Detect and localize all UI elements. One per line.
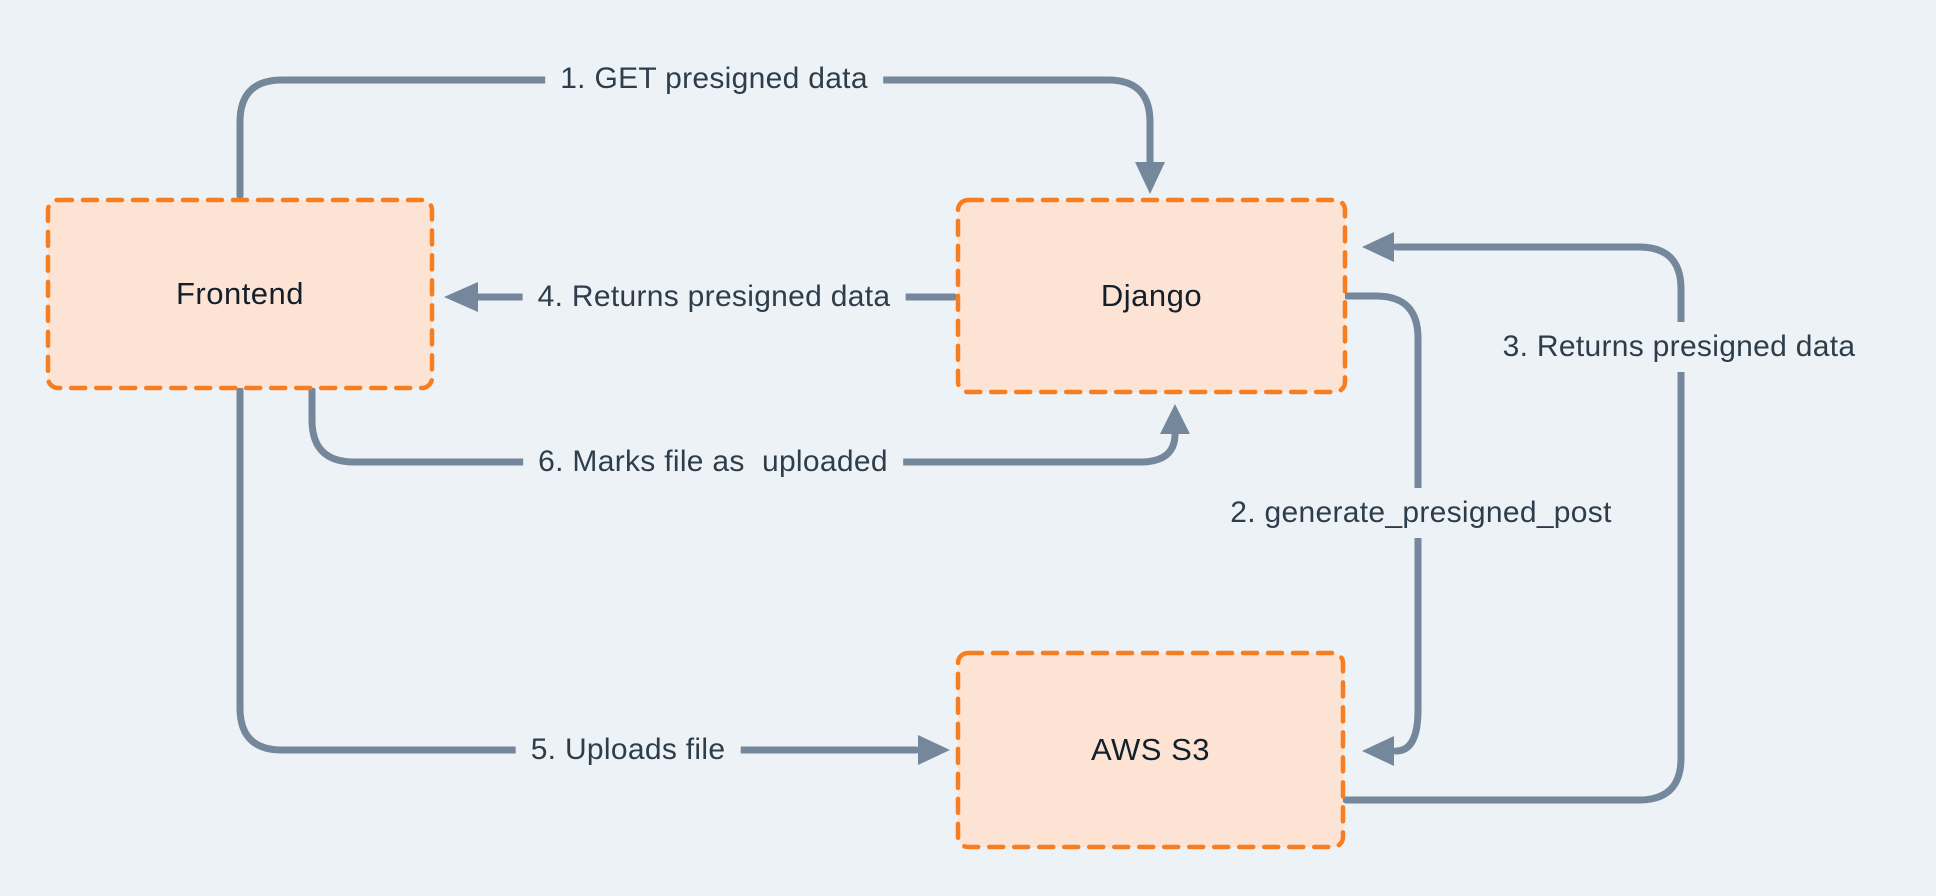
django-node-label: Django	[1100, 278, 1203, 313]
edge-2-path	[1343, 292, 1422, 755]
edge-4-label: 4. Returns presigned data	[522, 272, 906, 322]
aws-s3-node-label: AWS S3	[1091, 732, 1210, 767]
edge-2-label: 2. generate_presigned_post	[1215, 488, 1627, 538]
edge-5-path	[236, 386, 920, 754]
frontend-node-box	[45, 197, 435, 391]
edge-5-arrowhead	[918, 735, 950, 765]
edge-1-label: 1. GET presigned data	[545, 54, 883, 104]
aws-s3-node-box	[955, 650, 1346, 850]
edge-6-label: 6. Marks file as uploaded	[523, 437, 903, 487]
frontend-node-label: Frontend	[175, 276, 305, 311]
django-node-box	[955, 197, 1348, 395]
edge-3-path	[1342, 243, 1685, 804]
edge-6-path	[308, 386, 1179, 466]
edge-4-arrowhead	[444, 282, 478, 312]
edge-1-arrowhead	[1135, 162, 1165, 194]
edge-6-arrowhead	[1160, 404, 1190, 434]
edge-5-label: 5. Uploads file	[515, 725, 741, 775]
edge-3-label: 3. Returns presigned data	[1487, 322, 1871, 372]
edge-2-arrowhead	[1362, 736, 1394, 766]
edge-3-arrowhead	[1362, 232, 1394, 262]
